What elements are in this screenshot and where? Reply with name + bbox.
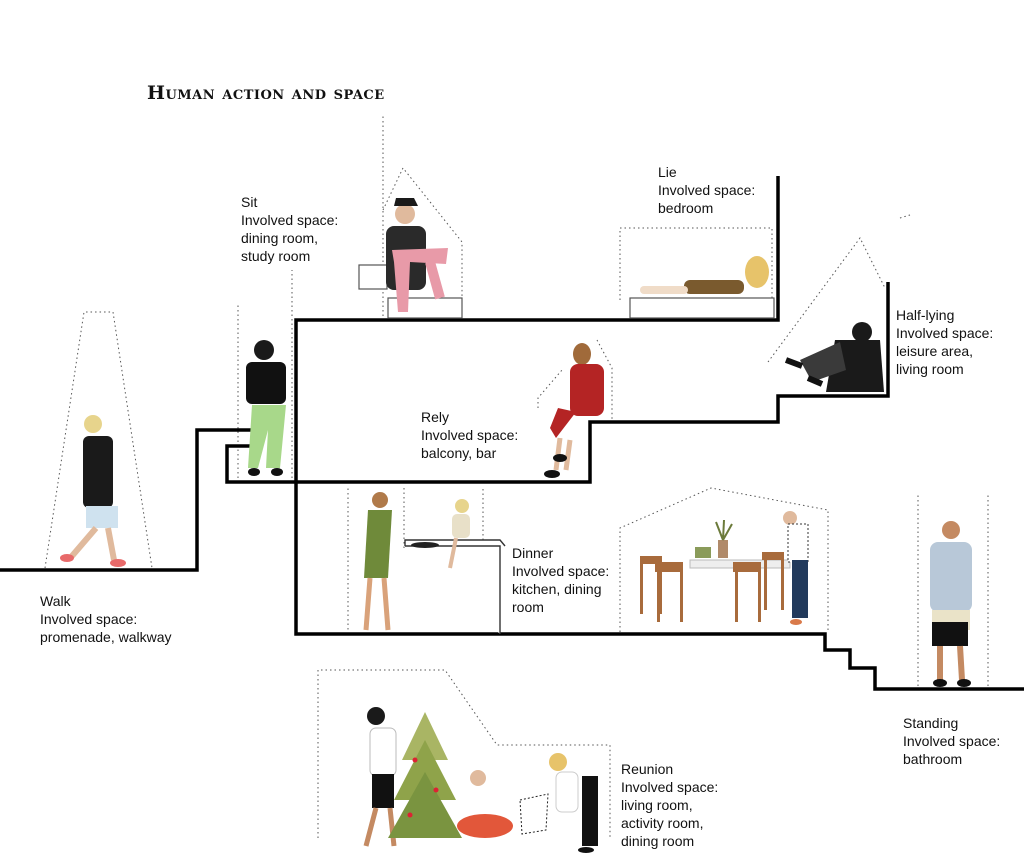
pan [411,542,439,548]
space-outlines [44,115,989,838]
reunion-group [363,707,598,853]
space-label: Involved space: [421,427,519,443]
dining-chairs [640,552,784,622]
label-standing: Standing Involved space: bathroom [903,714,1000,768]
vase [718,540,728,558]
space-value: room [512,599,544,615]
label-half-lying: Half-lying Involved space: leisure area,… [896,306,993,378]
space-label: Involved space: [903,733,1001,749]
action-name: Walk [40,593,71,609]
space-value: promenade, walkway [40,629,172,645]
space-label: Involved space: [621,779,719,795]
person-sit-bench [386,198,448,312]
space-value: living room [896,361,964,377]
label-lie: Lie Involved space: bedroom [658,163,755,217]
kitchen-counter [404,539,506,634]
person-lie [640,256,769,294]
space-value: dining room, [241,230,319,246]
space-value: activity room, [621,815,704,831]
space-value: balcony, bar [421,445,497,461]
label-reunion: Reunion Involved space: living room, act… [621,760,718,850]
space-value: dining room [621,833,695,849]
label-sit: Sit Involved space: dining room, study r… [241,193,338,265]
space-value: study room [241,248,311,264]
space-label: Involved space: [658,182,756,198]
stool [358,264,388,290]
person-cook [363,492,392,631]
action-name: Standing [903,715,959,731]
people [60,198,972,853]
bed [629,297,775,319]
person-sit-ledge [246,340,286,476]
page-title: Human action and space [147,82,385,104]
action-name: Lie [658,164,677,180]
space-value: bedroom [658,200,714,216]
action-name: Reunion [621,761,674,777]
space-label: Involved space: [241,212,339,228]
space-value: living room, [621,797,693,813]
flowers [715,519,733,541]
space-label: Involved space: [896,325,994,341]
person-child [448,499,470,569]
label-dinner: Dinner Involved space: kitchen, dining r… [512,544,609,616]
person-rely [544,343,604,478]
action-name: Dinner [512,545,554,561]
action-name: Half-lying [896,307,955,323]
label-walk: Walk Involved space: promenade, walkway [40,592,172,646]
furniture [358,264,791,634]
action-name: Sit [241,194,258,210]
person-standing [930,521,972,687]
space-value: leisure area, [896,343,974,359]
action-name: Rely [421,409,450,425]
space-label: Involved space: [40,611,138,627]
space-value: bathroom [903,751,963,767]
section-lines [0,176,1024,691]
person-half-lying [784,322,884,392]
space-value: kitchen, dining [512,581,602,597]
person-dining [783,511,809,625]
person-walk [60,415,126,567]
space-label: Involved space: [512,563,610,579]
dish [695,547,711,558]
label-rely: Rely Involved space: balcony, bar [421,408,518,462]
